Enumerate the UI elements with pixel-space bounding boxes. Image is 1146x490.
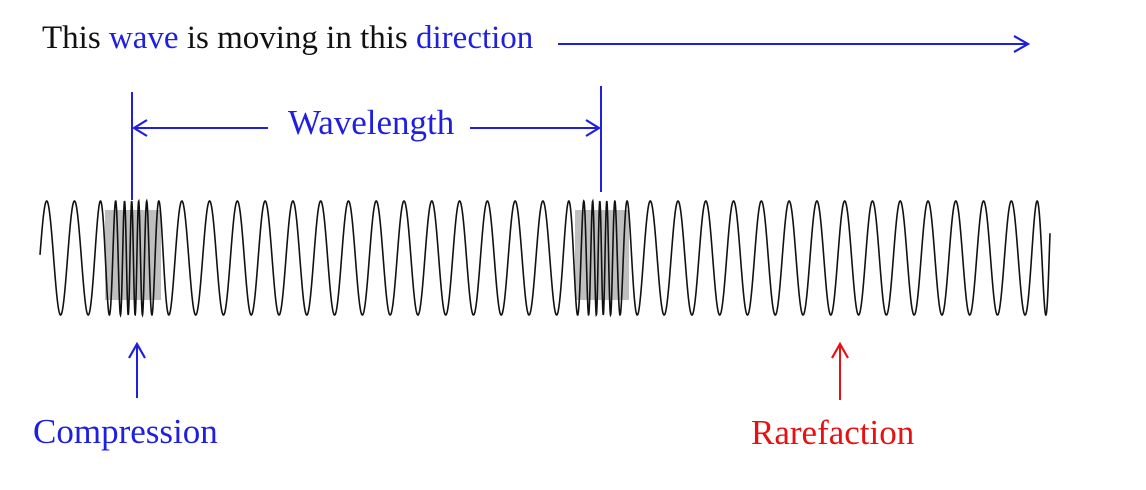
wavelength-label: Wavelength	[288, 103, 455, 142]
direction-arrow	[558, 35, 1031, 53]
compression-label: Compression	[33, 412, 218, 451]
rarefaction-arrow	[831, 341, 849, 400]
wave-spring	[39, 198, 1051, 318]
title-part-this: This	[42, 20, 109, 56]
rarefaction-label: Rarefaction	[751, 413, 915, 452]
wave-direction-caption: This wave is moving in this direction	[42, 20, 533, 57]
compression-arrow	[128, 341, 146, 398]
title-part-moving: is moving in this	[178, 20, 417, 56]
title-part-wave: wave	[108, 20, 179, 56]
title-part-direction: direction	[416, 20, 534, 56]
wavelength-arrow	[131, 119, 602, 137]
